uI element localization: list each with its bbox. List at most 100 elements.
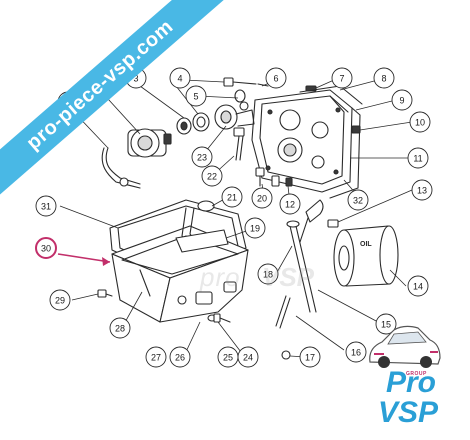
callout-21: 21 xyxy=(221,186,243,208)
callout-number: 18 xyxy=(263,270,273,280)
o-ring xyxy=(281,350,291,360)
callout-22: 22 xyxy=(201,165,223,187)
callout-circle xyxy=(244,217,266,239)
bolt-22 xyxy=(233,127,245,161)
callout-number: 28 xyxy=(115,324,125,334)
callout-number: 5 xyxy=(193,92,198,102)
callout-6: 6 xyxy=(265,67,287,89)
callout-circle xyxy=(299,346,321,368)
drive-gear xyxy=(214,104,255,130)
callout-32: 32 xyxy=(347,189,369,211)
callout-11: 11 xyxy=(407,147,429,169)
callout-circle xyxy=(191,146,213,168)
callout-circle xyxy=(347,189,369,211)
oil-filter: OIL xyxy=(333,225,399,287)
callout-18: 18 xyxy=(257,263,279,285)
callout-16: 16 xyxy=(345,341,367,363)
bolt-4 xyxy=(223,77,257,111)
watermark-pro: pro xyxy=(200,262,241,292)
callout-31: 31 xyxy=(35,195,57,217)
callout-circle xyxy=(345,341,367,363)
filter-bolt xyxy=(327,219,339,228)
screw-6-7 xyxy=(257,83,317,92)
callout-circle xyxy=(35,195,57,217)
dipstick-tube xyxy=(101,147,141,189)
callout-circle xyxy=(49,289,71,311)
callout-number: 27 xyxy=(151,353,161,363)
callout-number: 24 xyxy=(243,353,253,363)
callout-number: 14 xyxy=(413,282,423,292)
dipstick xyxy=(275,199,324,329)
callout-circle xyxy=(35,237,57,259)
callout-number: 23 xyxy=(197,153,207,163)
callout-circle xyxy=(373,67,395,89)
oil-strainer xyxy=(175,200,229,253)
seal-ring xyxy=(176,112,210,135)
callout-circle xyxy=(407,147,429,169)
callout-circle xyxy=(265,67,287,89)
bolt-29 xyxy=(97,289,113,298)
callout-number: 13 xyxy=(417,186,427,196)
callout-number: 17 xyxy=(305,353,315,363)
callout-4: 4 xyxy=(169,67,191,89)
callout-number: 11 xyxy=(413,154,422,164)
callout-number: 29 xyxy=(55,296,65,306)
logo-pro: Pro xyxy=(386,366,437,399)
callout-circle xyxy=(217,346,239,368)
callout-26: 26 xyxy=(169,346,191,368)
callout-29: 29 xyxy=(49,289,71,311)
callout-23: 23 xyxy=(191,146,213,168)
bolt-10 xyxy=(351,125,361,134)
callout-9: 9 xyxy=(391,89,413,111)
callout-group: 1234567891011121314151617181920212223242… xyxy=(35,67,433,368)
callout-number: 19 xyxy=(250,224,260,234)
callout-number: 4 xyxy=(177,74,182,84)
callout-17: 17 xyxy=(299,346,321,368)
callout-number: 9 xyxy=(399,96,404,106)
callout-circle xyxy=(185,85,207,107)
callout-number: 3 xyxy=(133,74,138,84)
callout-circle xyxy=(169,346,191,368)
callout-circle xyxy=(257,263,279,285)
callout-circle xyxy=(331,67,353,89)
callout-28: 28 xyxy=(109,317,131,339)
watermark-vsp: VSP xyxy=(262,262,315,292)
callout-13: 13 xyxy=(411,179,433,201)
oil-pump-cover xyxy=(251,85,363,199)
callout-number: 12 xyxy=(285,200,295,210)
logo-vsp: VSP xyxy=(378,396,439,429)
callout-circle xyxy=(411,179,433,201)
callout-number: 10 xyxy=(415,118,425,128)
callout-circle xyxy=(251,187,273,209)
leader-lines xyxy=(59,79,413,358)
logo-group-label: GROUP xyxy=(406,371,427,377)
callout-number: 31 xyxy=(41,202,51,212)
callout-5: 5 xyxy=(185,85,207,107)
callout-7: 7 xyxy=(331,67,353,89)
callout-circle xyxy=(407,275,429,297)
callout-number: 15 xyxy=(381,320,391,330)
callout-number: 26 xyxy=(175,353,185,363)
callout-number: 8 xyxy=(381,74,386,84)
oil-pump-gear xyxy=(127,128,172,158)
callout-30: 30 xyxy=(35,237,57,259)
svg-text:OIL: OIL xyxy=(360,241,372,248)
callout-circle xyxy=(409,111,431,133)
callout-12: 12 xyxy=(279,193,301,215)
callout-circle xyxy=(169,67,191,89)
callout-8: 8 xyxy=(373,67,395,89)
callout-number: 7 xyxy=(339,74,344,84)
callout-10: 10 xyxy=(409,111,431,133)
callout-19: 19 xyxy=(244,217,266,239)
callout-circle xyxy=(109,317,131,339)
drain-plug xyxy=(207,313,231,323)
callout-number: 20 xyxy=(257,194,267,204)
car-icon xyxy=(369,325,441,368)
callout-circle xyxy=(375,313,397,335)
callout-circle xyxy=(201,165,223,187)
callout-number: 22 xyxy=(207,172,217,182)
callout-number: 21 xyxy=(227,193,237,203)
callout-number: 16 xyxy=(351,348,361,358)
